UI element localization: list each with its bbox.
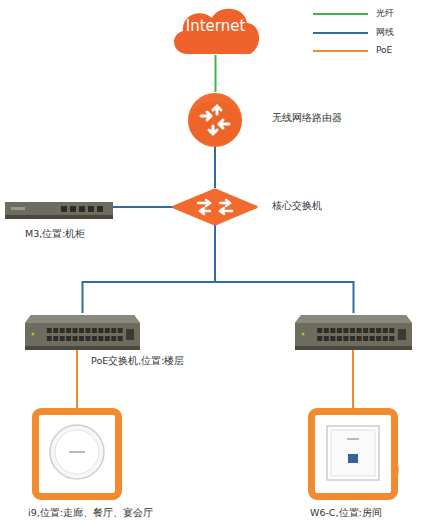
legend-entry: 网线 — [376, 27, 394, 38]
network-link — [215, 55, 217, 92]
network-link — [214, 146, 216, 188]
node-label: PoE交换机,位置:楼层 — [91, 355, 184, 367]
legend-text: 光纤 — [376, 8, 394, 18]
gateway-node: M3,位置:机柜 — [5, 202, 113, 219]
legend-text: PoE — [376, 45, 392, 55]
node-label: 无线网络路由器 — [272, 112, 342, 124]
network-link — [215, 224, 354, 313]
router-node: 无线网络路由器 — [187, 92, 243, 148]
gateway-device-icon — [5, 202, 113, 219]
poe-switch-node — [295, 313, 412, 350]
node-label: i9,位置:走廊、餐厅、宴会厅 — [28, 507, 153, 519]
node-label: W6-C,位置:房间 — [310, 507, 382, 519]
network-link — [113, 206, 174, 208]
node-label: 核心交换机 — [272, 200, 322, 212]
legend-line-sample — [313, 32, 368, 34]
ceiling-ap-icon — [32, 408, 122, 500]
network-link — [76, 348, 78, 408]
legend-entry: 光纤 — [376, 8, 394, 19]
core-switch-node: 核心交换机 — [172, 188, 258, 226]
legend-line-sample — [313, 50, 368, 52]
cloud-node: Internet — [168, 3, 263, 57]
wall-ap-icon — [308, 408, 398, 500]
core-switch-icon — [172, 188, 258, 226]
legend-line-sample — [313, 13, 368, 15]
legend-entry: PoE — [376, 45, 392, 56]
network-link — [352, 348, 354, 408]
poe-switch-node: PoE交换机,位置:楼层 — [25, 313, 140, 350]
switch-icon — [25, 313, 140, 350]
node-label: Internet — [168, 17, 263, 35]
legend-text: 网线 — [376, 27, 394, 37]
access-point-box: W6-C,位置:房间 — [308, 408, 398, 500]
network-link — [83, 224, 216, 313]
switch-icon — [295, 313, 412, 350]
router-icon — [187, 92, 243, 148]
access-point-box: i9,位置:走廊、餐厅、宴会厅 — [32, 408, 122, 500]
node-label: M3,位置:机柜 — [25, 228, 85, 240]
